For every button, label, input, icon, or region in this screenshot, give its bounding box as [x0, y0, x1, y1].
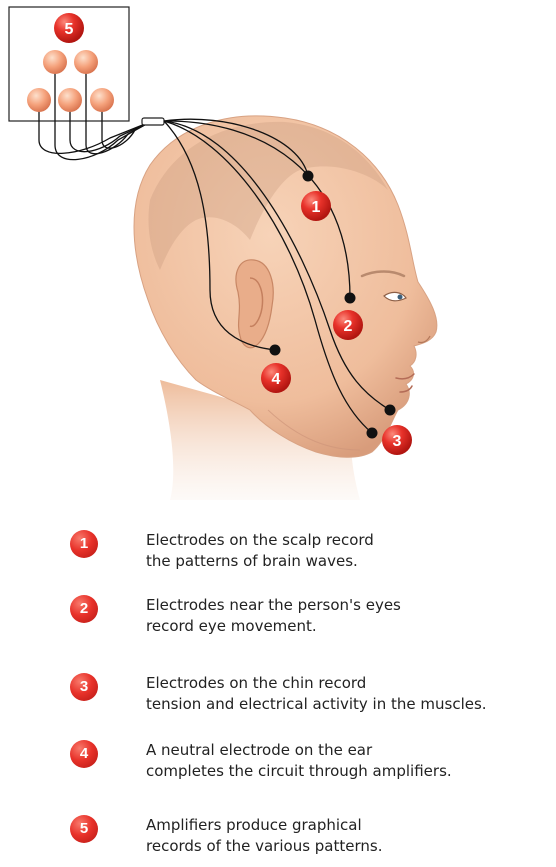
electrode-marker-1: 1	[301, 191, 331, 221]
marker-number: 5	[65, 21, 74, 38]
legend-line: Electrodes on the scalp record	[146, 530, 556, 551]
electrode-dot	[367, 428, 378, 439]
legend-text: A neutral electrode on the ear completes…	[146, 740, 556, 782]
legend-badge: 4	[70, 740, 98, 768]
legend-badge: 1	[70, 530, 98, 558]
legend-text: Electrodes near the person's eyes record…	[146, 595, 556, 637]
amplifier-bulb	[90, 88, 114, 112]
legend-line: completes the circuit through amplifiers…	[146, 761, 556, 782]
legend-line: A neutral electrode on the ear	[146, 740, 556, 761]
iris	[398, 295, 403, 300]
electrode-dot	[385, 405, 396, 416]
legend-item-2: 2 Electrodes near the person's eyes reco…	[70, 595, 556, 647]
eeg-diagram: 1 2 3 4 5	[0, 0, 556, 500]
electrode-marker-2: 2	[333, 310, 363, 340]
electrode-marker-3: 3	[382, 425, 412, 455]
amplifier-bulb	[27, 88, 51, 112]
legend-line: Electrodes on the chin record	[146, 673, 556, 694]
marker-number: 4	[272, 371, 281, 388]
legend-line: Amplifiers produce graphical	[146, 815, 556, 836]
marker-number: 1	[312, 199, 321, 216]
legend-text: Electrodes on the scalp record the patte…	[146, 530, 556, 572]
electrode-marker-4: 4	[261, 363, 291, 393]
legend-line: Electrodes near the person's eyes	[146, 595, 556, 616]
legend-text: Electrodes on the chin record tension an…	[146, 673, 556, 715]
amplifier-bulb	[43, 50, 67, 74]
legend-badge: 2	[70, 595, 98, 623]
legend-item-1: 1 Electrodes on the scalp record the pat…	[70, 530, 556, 582]
legend-item-4: 4 A neutral electrode on the ear complet…	[70, 740, 556, 792]
legend-item-5: 5 Amplifiers produce graphical records o…	[70, 815, 556, 867]
amplifier-bulb	[74, 50, 98, 74]
marker-number: 3	[393, 433, 402, 450]
electrode-dot	[270, 345, 281, 356]
legend-line: record eye movement.	[146, 616, 556, 637]
legend-badge: 5	[70, 815, 98, 843]
amplifier-marker-5: 5	[54, 13, 84, 43]
legend-badge: 3	[70, 673, 98, 701]
legend-line: tension and electrical activity in the m…	[146, 694, 556, 715]
electrode-dot	[345, 293, 356, 304]
legend-line: records of the various patterns.	[146, 836, 556, 857]
legend-line: the patterns of brain waves.	[146, 551, 556, 572]
legend-item-3: 3 Electrodes on the chin record tension …	[70, 673, 556, 725]
legend-text: Amplifiers produce graphical records of …	[146, 815, 556, 857]
connector-plug	[142, 118, 164, 125]
marker-number: 2	[344, 318, 353, 335]
electrode-dot	[303, 171, 314, 182]
amplifier-bulb	[58, 88, 82, 112]
